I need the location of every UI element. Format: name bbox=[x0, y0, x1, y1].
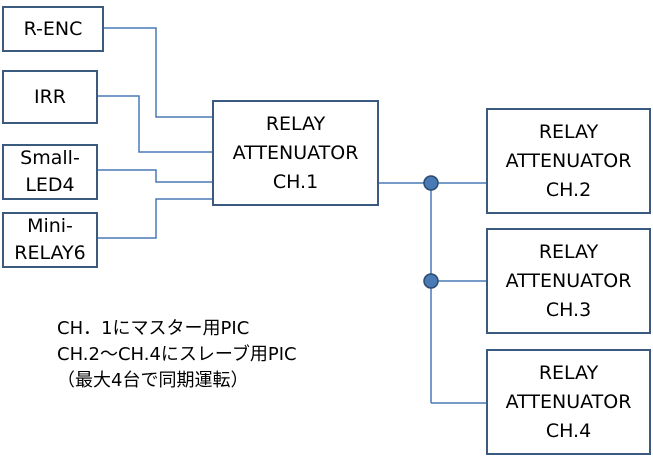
slave-label-ch3: RELAY ATTENUATOR CH.3 bbox=[505, 240, 632, 321]
slave-label-ch4: RELAY ATTENUATOR CH.4 bbox=[505, 361, 632, 442]
input-label-small-led4: Small- LED4 bbox=[20, 147, 80, 196]
note-line-1: CH．1にマスター用PIC bbox=[57, 318, 250, 339]
master-box-ch1: RELAY ATTENUATOR CH.1 bbox=[212, 100, 379, 206]
input-label-irr: IRR bbox=[33, 86, 66, 108]
input-box-r-enc: R-ENC bbox=[2, 6, 104, 52]
master-label: RELAY ATTENUATOR CH.1 bbox=[232, 112, 359, 193]
junction-dot-2 bbox=[423, 273, 439, 289]
note-text: CH．1にマスター用PIC CH.2～CH.4にスレーブ用PIC （最大4台で同… bbox=[57, 316, 297, 394]
wire-mini-relay6 bbox=[98, 198, 212, 239]
wire-irr bbox=[98, 95, 212, 153]
input-box-mini-relay6: Mini- RELAY6 bbox=[2, 212, 98, 268]
input-label-r-enc: R-ENC bbox=[23, 18, 83, 40]
slave-box-ch4: RELAY ATTENUATOR CH.4 bbox=[486, 349, 651, 455]
note-line-2: CH.2～CH.4にスレーブ用PIC bbox=[57, 344, 297, 365]
note-line-3: （最大4台で同期運転） bbox=[57, 370, 249, 391]
slave-box-ch3: RELAY ATTENUATOR CH.3 bbox=[486, 228, 651, 334]
wire-r-enc bbox=[104, 27, 212, 118]
slave-label-ch2: RELAY ATTENUATOR CH.2 bbox=[505, 120, 632, 201]
wire-small-led4 bbox=[98, 169, 212, 183]
input-label-mini-relay6: Mini- RELAY6 bbox=[14, 215, 86, 264]
input-box-irr: IRR bbox=[2, 70, 98, 124]
input-box-small-led4: Small- LED4 bbox=[2, 144, 98, 200]
junction-dot-1 bbox=[423, 175, 439, 191]
slave-box-ch2: RELAY ATTENUATOR CH.2 bbox=[486, 108, 651, 214]
